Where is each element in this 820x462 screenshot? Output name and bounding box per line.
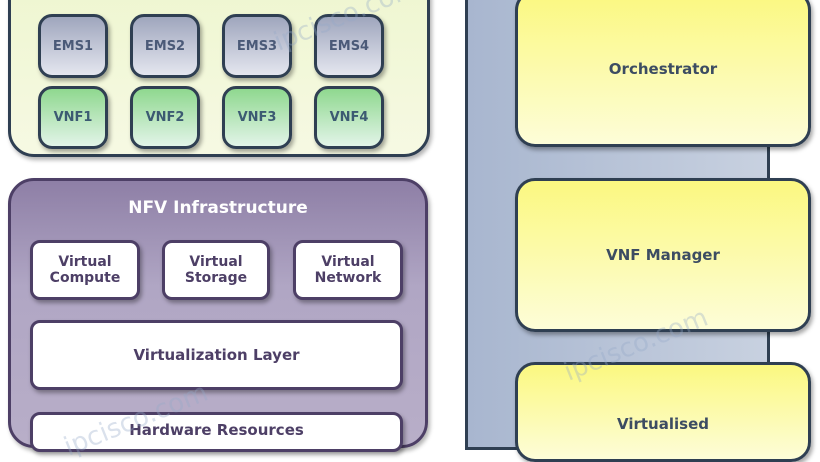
vim-box: Virtualised — [515, 362, 811, 462]
vnf-box: VNF1 — [38, 86, 108, 149]
nfvi-panel — [8, 178, 428, 448]
ems-box: EMS1 — [38, 14, 108, 78]
vnf-box: VNF3 — [222, 86, 292, 149]
orchestrator-box: Orchestrator — [515, 0, 811, 147]
ems-box: EMS2 — [130, 14, 200, 78]
label: Virtual — [58, 254, 112, 270]
nfvi-title: NFV Infrastructure — [128, 198, 308, 218]
label: Virtual — [321, 254, 375, 270]
vnf-box: VNF4 — [314, 86, 384, 149]
label: Storage — [184, 270, 248, 286]
virtualization-layer-box: Virtualization Layer — [30, 320, 403, 390]
label: Compute — [49, 270, 121, 286]
vnf-manager-box: VNF Manager — [515, 178, 811, 332]
label: Network — [314, 270, 382, 286]
ems-box: EMS3 — [222, 14, 292, 78]
vnf-box: VNF2 — [130, 86, 200, 149]
ems-box: EMS4 — [314, 14, 384, 78]
label: Virtual — [189, 254, 243, 270]
